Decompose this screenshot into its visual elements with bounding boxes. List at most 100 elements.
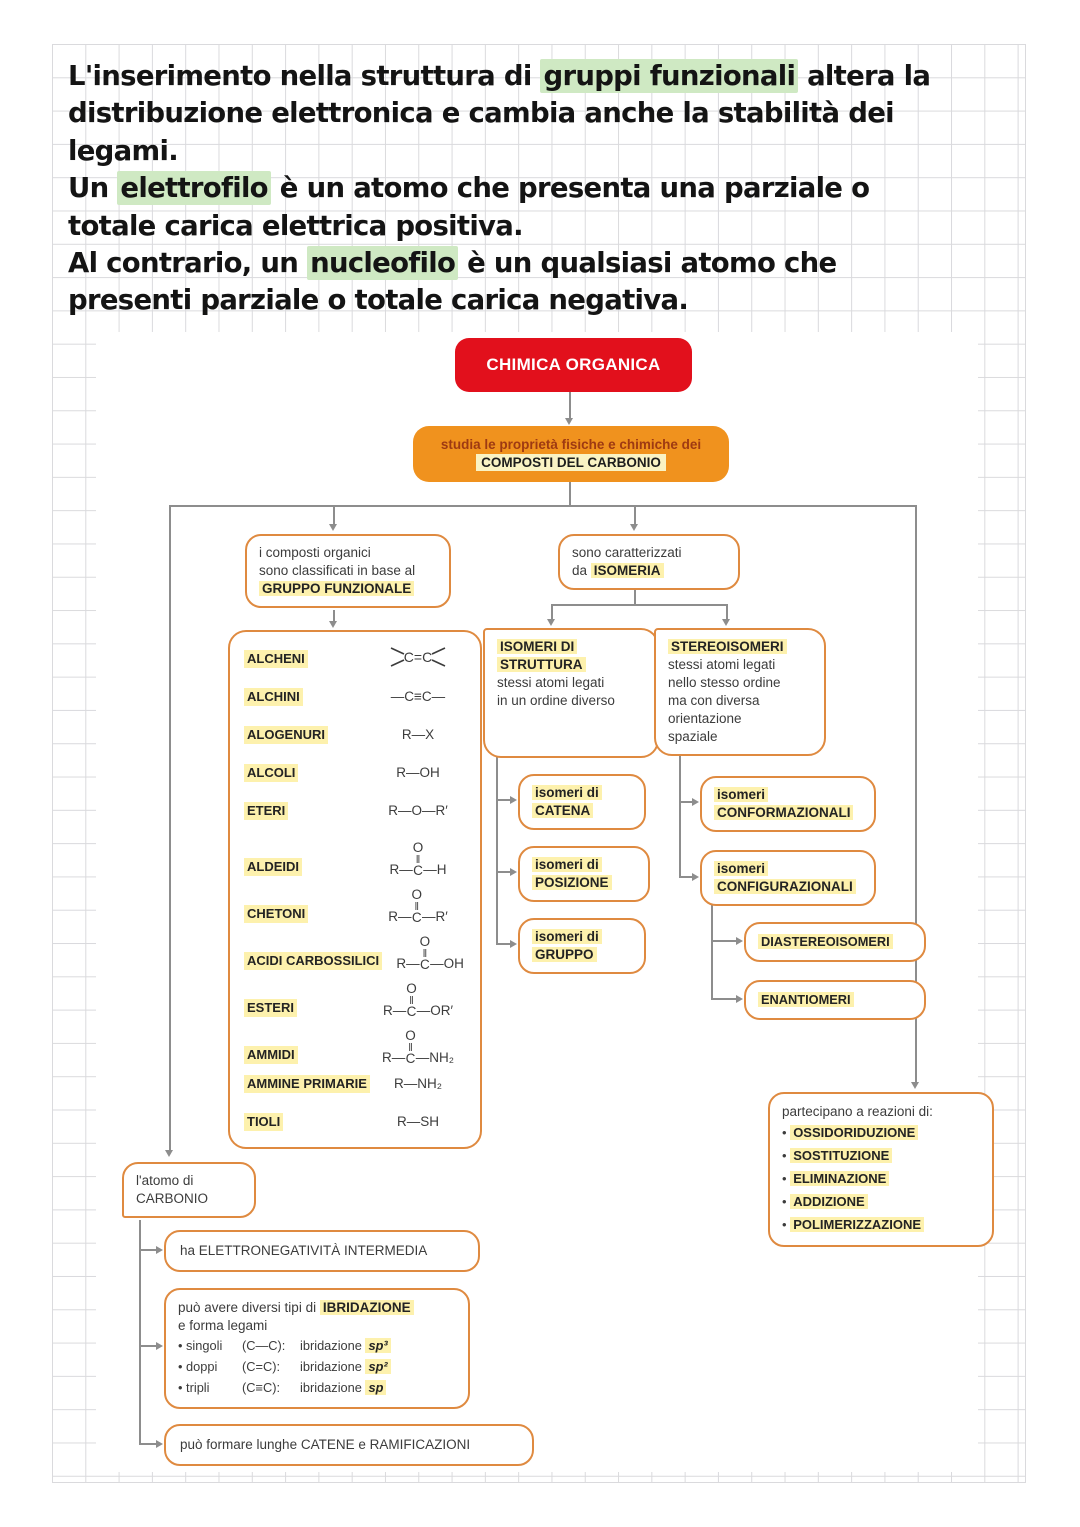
root-node-label: CHIMICA ORGANICA [486,355,661,374]
connector-line [711,998,737,1000]
intro-text-segment: totale carica elettrica positiva. [68,209,524,242]
bond-type: • doppi [178,1359,218,1374]
functional-group-row: ESTERI R—O‖C—OR′ [244,971,466,1018]
root-node-chimica-organica: CHIMICA ORGANICA [455,338,692,392]
hybridization-label: sp² [365,1359,391,1374]
formula-part: O [412,840,424,855]
node-text: sono caratterizzati [572,545,682,560]
arrowhead-down [329,524,337,531]
connector-line [915,505,917,1084]
group-formula: R—O—R′ [388,803,448,818]
arrowhead-right [736,937,743,945]
functional-group-row: AMMIDI R—O‖C—NH₂ [244,1018,466,1065]
node-isomeri-di-posizione: isomeri di POSIZIONE [518,846,650,902]
node-isomeria: sono caratterizzati da ISOMERIA [558,534,740,590]
connector-line [634,505,636,526]
group-label: ALCHINI [244,688,303,706]
functional-group-row: ALCHENI C=C [244,640,466,678]
bullet: • [782,1194,787,1209]
node-highlight: CATENA [532,803,594,818]
functional-group-row: ALCHINI —C≡C— [244,678,466,716]
formula-part: R— [396,956,420,971]
arrowhead-down [565,418,573,425]
node-isomeri-conformazionali: isomeri CONFORMAZIONALI [700,776,876,832]
node-text: in un ordine diverso [497,693,615,708]
highlighted-term: nucleofilo [307,246,459,281]
arrowhead-right [510,868,517,876]
node-highlight: ISOMERI DI [497,639,578,654]
bullet: • [782,1217,787,1232]
group-label: ALCOLI [244,764,299,782]
reaction-label: POLIMERIZZAZIONE [790,1217,925,1232]
node-text: nello stesso ordine [668,675,781,690]
node-highlight: isomeri di [532,857,602,872]
node-highlight: ENANTIOMERI [758,992,854,1007]
arrowhead-down [547,619,555,626]
bond-notation: (C=C): [242,1359,281,1374]
group-formula: R—OH [396,765,440,780]
reaction-label: OSSIDORIDUZIONE [790,1125,919,1140]
formula-part: —H [423,862,447,877]
node-enantiomeri: ENANTIOMERI [744,980,926,1020]
reaction-item: • ELIMINAZIONE [782,1167,980,1190]
hybridization-row: • tripli (C≡C): ibridazione sp [178,1377,456,1398]
intro-line: totale carica elettrica positiva. [68,208,1018,245]
group-formula-carbonyl: R—O‖C—OH [382,935,478,971]
node-text: ibridazione [300,1380,366,1395]
connector-line [679,756,681,878]
group-formula: R—X [401,727,435,742]
node-highlight: POSIZIONE [532,875,612,890]
node-text: i composti organici [259,545,371,560]
node-text: ibridazione [300,1359,366,1374]
group-label: ESTERI [244,999,297,1017]
connector-line [551,604,553,620]
intro-line: distribuzione elettronica e cambia anche… [68,95,1018,132]
node-highlight: isomeri di [532,785,602,800]
group-formula-carbonyl: R—O‖C—NH₂ [370,1029,466,1066]
arrowhead-down [722,619,730,626]
formula-part: C [411,909,422,925]
reaction-label: ELIMINAZIONE [790,1171,890,1186]
node-highlight: STRUTTURA [497,657,586,672]
bullet: • [782,1125,787,1140]
connector-line [679,876,693,878]
connector-line [551,604,727,606]
group-label: CHETONI [244,905,309,923]
connector-line [569,392,571,418]
intro-text-segment: Al contrario, un [68,247,308,280]
svg-text:C=C: C=C [404,649,432,665]
connector-line [139,1220,141,1444]
intro-line: presenti parziale o totale carica negati… [68,282,1018,319]
node-ibridazione: può avere diversi tipi di IBRIDAZIONE e … [164,1288,470,1409]
double-bond-glyph: ‖ [409,994,414,1007]
functional-group-row: ACIDI CARBOSSILICI R—O‖C—OH [244,924,466,971]
node-text: stessi atomi legati [668,657,776,672]
reaction-item: • OSSIDORIDUZIONE [782,1121,980,1144]
node-reactions: partecipano a reazioni di: • OSSIDORIDUZ… [768,1092,994,1247]
connector-line [711,904,713,1000]
node-text: stessi atomi legati [497,675,605,690]
double-bond-glyph: ‖ [408,1041,413,1054]
node-atomo-di-carbonio: l'atomo di CARBONIO [122,1162,256,1218]
node-isomeri-di-gruppo: isomeri di GRUPPO [518,918,646,974]
connector-line [679,801,693,803]
reaction-label: SOSTITUZIONE [790,1148,893,1163]
node-stereoisomeri: STEREOISOMERI stessi atomi legati nello … [654,628,826,756]
node-functional-groups: ALCHENI C=C ALCHINI —C≡C— ALOGENURI R—X … [228,630,482,1149]
arrowhead-down [165,1150,173,1157]
formula-part: C [405,1050,416,1066]
connector-line [169,505,171,1150]
node-highlight: GRUPPO FUNZIONALE [259,581,415,596]
reaction-item: • SOSTITUZIONE [782,1144,980,1167]
arrowhead-right [692,873,699,881]
node-text: e forma legami [178,1318,268,1333]
node-highlight: isomeri [714,787,769,802]
bond-notation: (C≡C): [242,1380,281,1395]
functional-group-row: ALDEIDI R—O‖C—H [244,830,466,877]
node-text: ibridazione [300,1338,366,1353]
bond-type: • tripli [178,1380,210,1395]
functional-group-row: ALOGENURI R—X [244,716,466,754]
node-highlight: isomeri [714,861,769,876]
connector-line [139,1443,157,1445]
